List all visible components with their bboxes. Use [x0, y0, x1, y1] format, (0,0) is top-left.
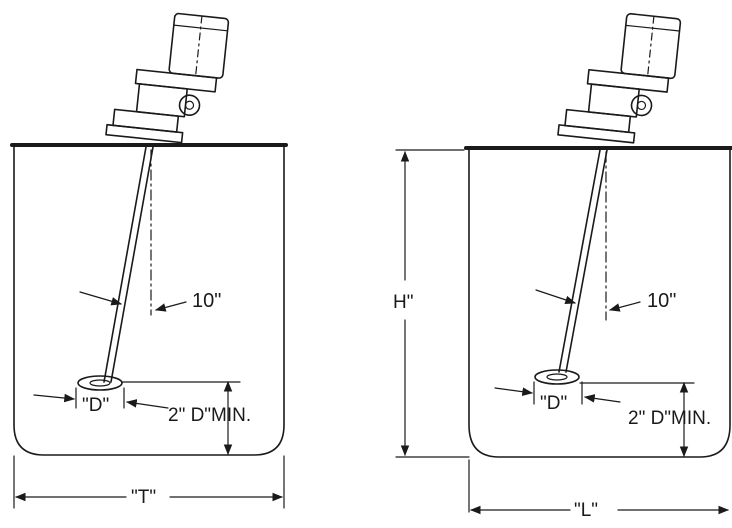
right-angle-label: 10" — [647, 290, 676, 312]
left-impeller — [77, 375, 123, 391]
right-impeller-diameter-dimension: "D" — [494, 381, 621, 414]
right-clearance-dimension: 2" D"MIN. — [579, 381, 711, 458]
left-width-dimension: "T" — [13, 455, 285, 509]
right-agitator-shaft — [558, 149, 608, 373]
left-angle-label: 10" — [192, 290, 221, 312]
left-width-label: "T" — [131, 487, 156, 508]
right-clearance-label: 2" D"MIN. — [628, 408, 711, 429]
left-clearance-label: 2" D"MIN. — [168, 405, 251, 426]
right-mixer-motor — [557, 13, 682, 144]
left-tank-wall — [13, 144, 285, 456]
left-mixer-motor — [105, 12, 230, 144]
right-width-dimension: "L" — [468, 459, 730, 521]
right-height-label: H" — [393, 292, 413, 313]
left-angle-dimension: 10" — [79, 290, 221, 312]
left-clearance-dimension: 2" D"MIN. — [121, 380, 251, 456]
right-tank-wall — [468, 147, 731, 458]
right-height-dimension: H" — [393, 149, 470, 458]
left-tank-assembly: 10" "D" 2" D"MIN. "T" — [10, 12, 288, 509]
left-diameter-label: "D" — [82, 395, 109, 416]
left-agitator-shaft — [103, 146, 154, 383]
right-tank-assembly: 10" "D" 2" D"MIN. H" — [393, 13, 732, 521]
left-impeller-diameter-dimension: "D" — [33, 387, 169, 416]
right-impeller — [534, 369, 580, 385]
right-diameter-label: "D" — [540, 393, 567, 414]
right-width-label: "L" — [574, 500, 598, 521]
right-angle-dimension: 10" — [535, 289, 676, 312]
